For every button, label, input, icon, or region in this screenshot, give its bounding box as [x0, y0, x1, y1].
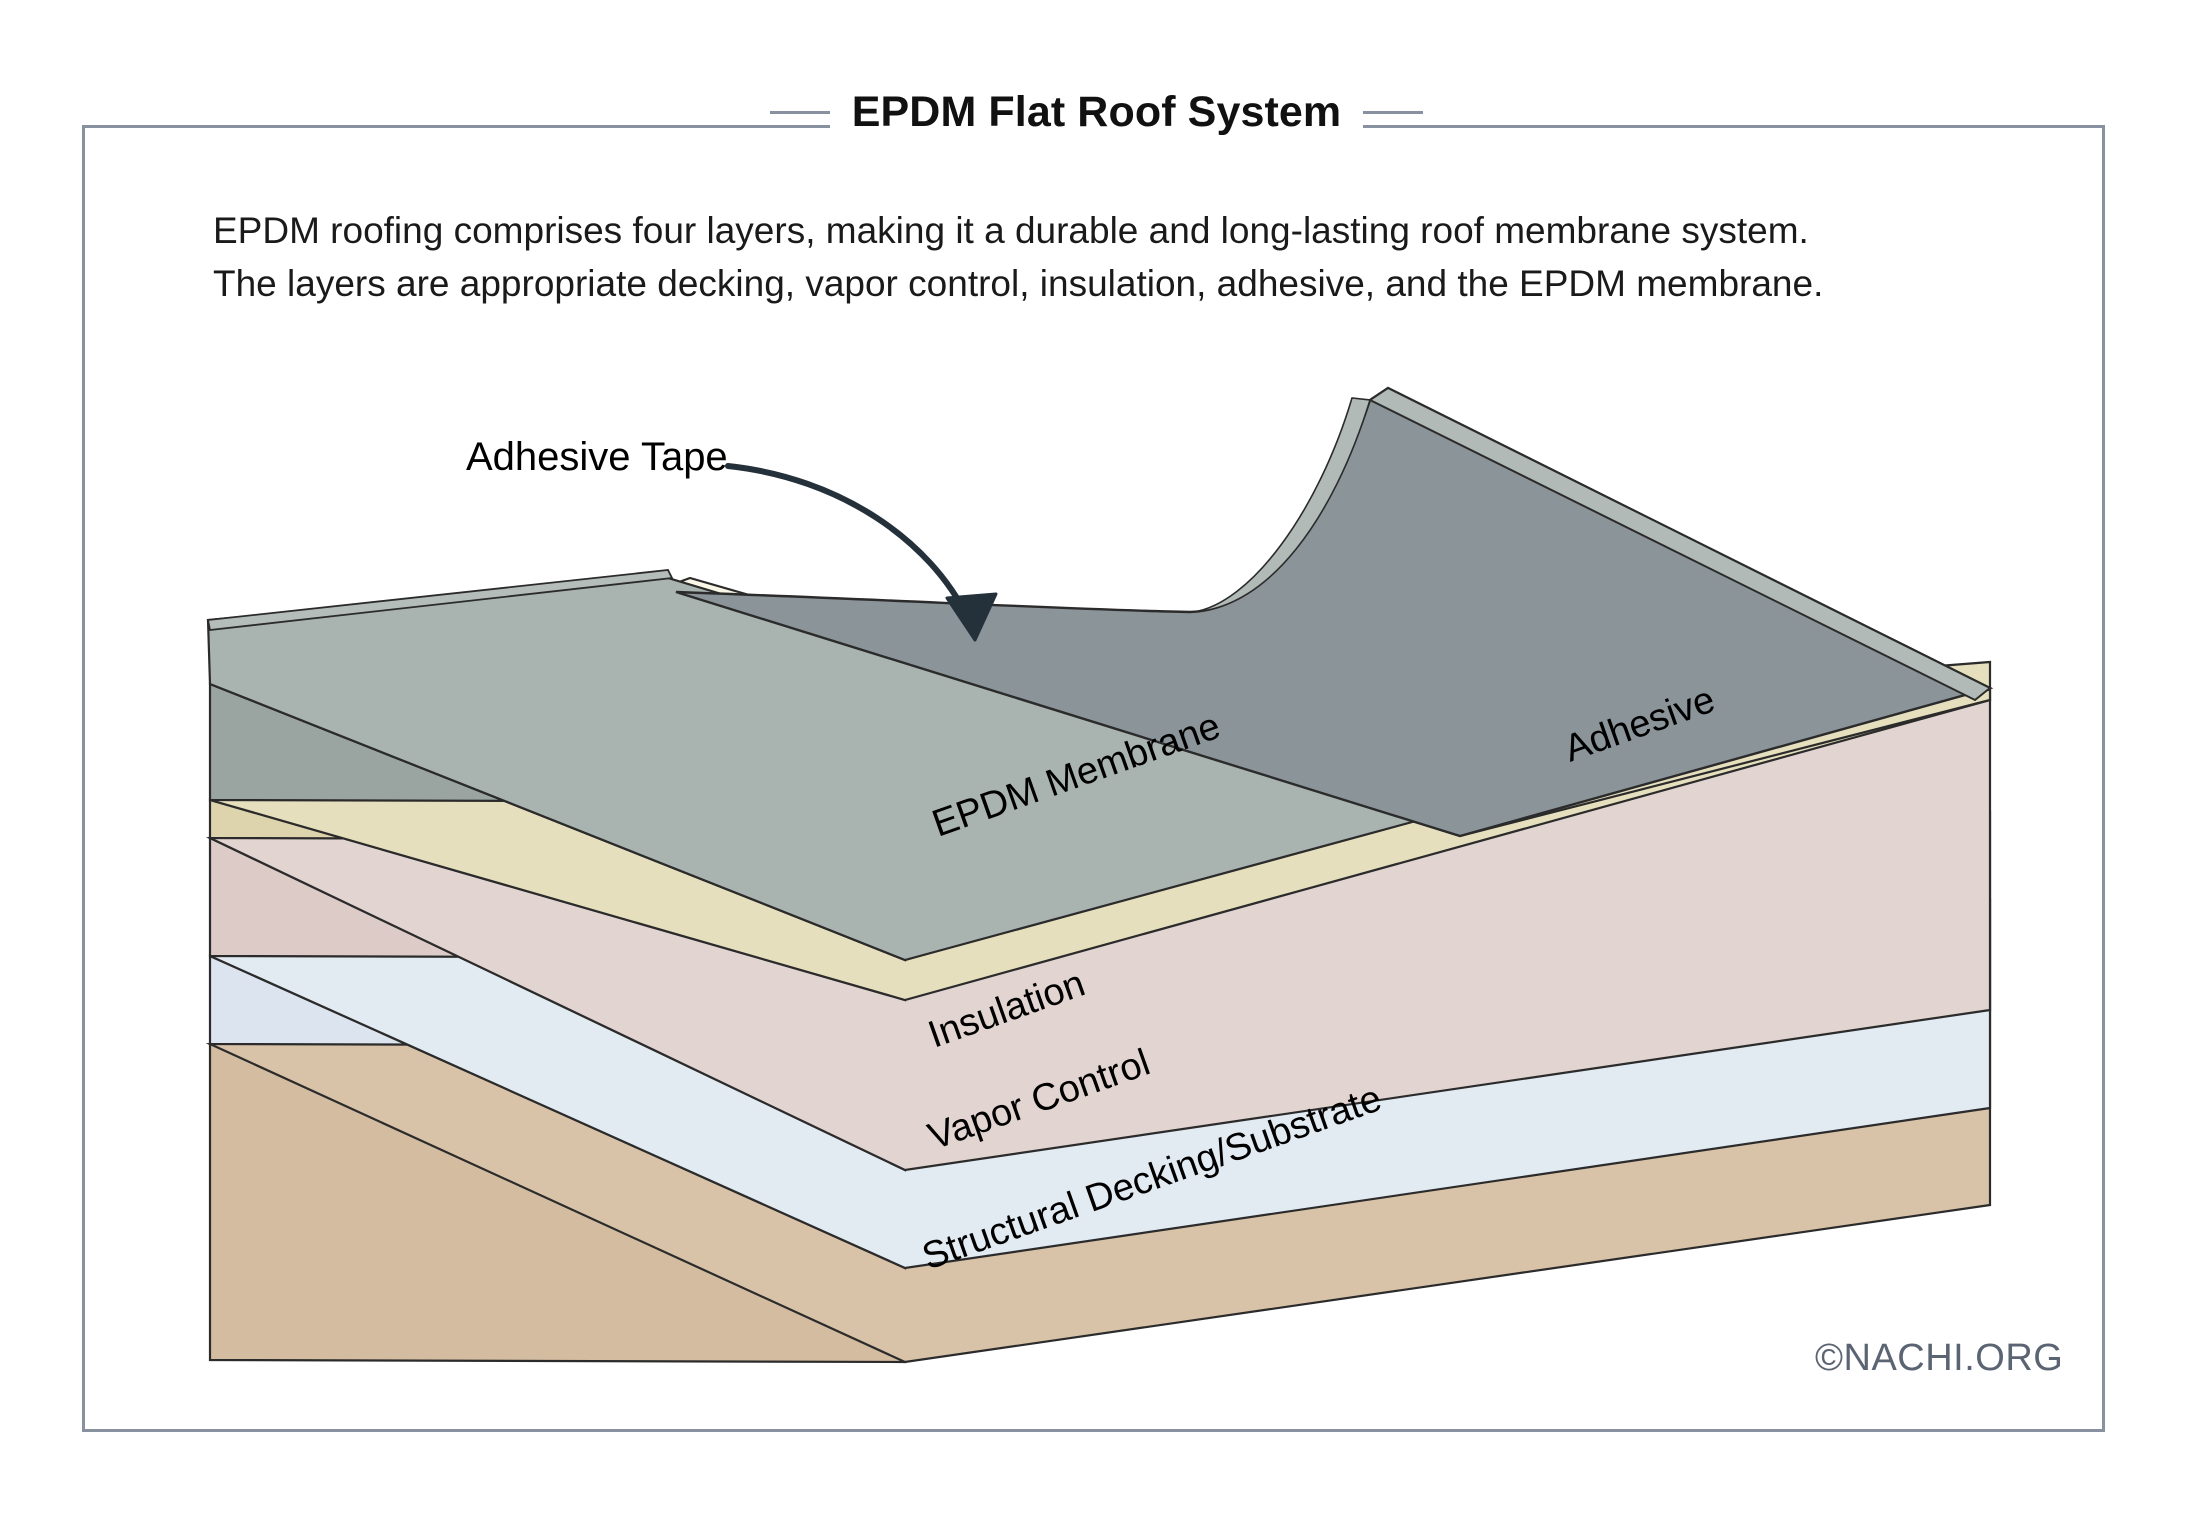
- description-paragraph: EPDM roofing comprises four layers, maki…: [213, 205, 2013, 310]
- epdm-membrane-back-ridge: [206, 569, 674, 631]
- callout-label-adhesive-tape: Adhesive Tape: [466, 435, 728, 479]
- layer-epdm-membrane-bonded: [206, 569, 1454, 962]
- description-line-1: EPDM roofing comprises four layers, maki…: [213, 210, 1809, 251]
- description-line-2: The layers are appropriate decking, vapo…: [213, 262, 1824, 304]
- callout-arrowhead: [945, 592, 998, 642]
- epdm-flap-curl-crest: [1192, 397, 1372, 613]
- callout-leader-line: [725, 463, 971, 621]
- callout-adhesive-tape: Adhesive Tape: [466, 435, 998, 642]
- copyright-notice: ©NACHI.ORG: [1815, 1337, 2064, 1379]
- epdm-flap-top-edge-strip: [1368, 386, 1992, 702]
- epdm-membrane-peeled-flap: [675, 386, 1994, 838]
